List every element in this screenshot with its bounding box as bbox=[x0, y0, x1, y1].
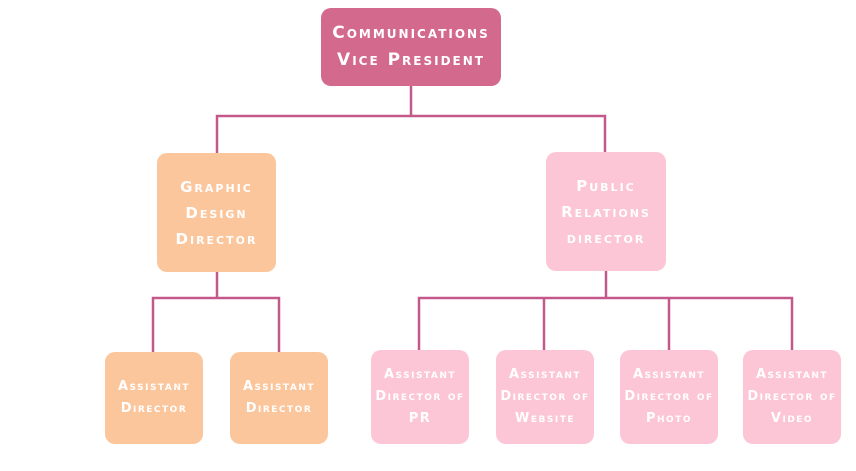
node-label-line: Assistant bbox=[117, 379, 191, 394]
connector-pr bbox=[417, 269, 794, 352]
node-label-line: Director of bbox=[624, 389, 714, 404]
node-label-line: Vice President bbox=[337, 50, 485, 70]
node-assistant-director-website: Assistant Director of Website bbox=[496, 350, 594, 444]
node-label-line: director bbox=[566, 228, 646, 247]
node-assistant-director-photo: Assistant Director of Photo bbox=[620, 350, 718, 444]
node-label-line: PR bbox=[408, 411, 432, 426]
node-label-line: Director bbox=[120, 401, 188, 416]
node-label-line: Director bbox=[245, 401, 313, 416]
node-label-line: Video bbox=[770, 411, 814, 426]
node-label-line: Assistant bbox=[383, 367, 457, 382]
node-label-line: Director of bbox=[747, 389, 837, 404]
node-label-line: Communications bbox=[332, 23, 490, 43]
node-graphic-design-director: Graphic Design Director bbox=[157, 153, 276, 272]
node-label-line: Assistant bbox=[242, 379, 316, 394]
node-label-line: Public bbox=[576, 176, 636, 195]
node-assistant-director-1: Assistant Director bbox=[105, 352, 203, 444]
node-assistant-director-video: Assistant Director of Video bbox=[743, 350, 841, 444]
node-label-line: Assistant bbox=[755, 367, 829, 382]
node-label-line: Graphic bbox=[180, 177, 253, 196]
node-assistant-director-pr: Assistant Director of PR bbox=[371, 350, 469, 444]
node-label-line: Director of bbox=[500, 389, 590, 404]
node-public-relations-director: Public Relations director bbox=[546, 152, 666, 271]
node-label-line: Relations bbox=[561, 202, 651, 221]
node-label-line: Photo bbox=[645, 411, 692, 426]
connector-vp bbox=[215, 84, 607, 155]
node-label-line: Website bbox=[515, 411, 575, 426]
node-label-line: Director of bbox=[375, 389, 465, 404]
node-label-line: Assistant bbox=[632, 367, 706, 382]
node-label-line: Design bbox=[185, 203, 248, 222]
node-communications-vp: Communications Vice President bbox=[321, 8, 501, 86]
node-label-line: Director bbox=[175, 229, 258, 248]
node-assistant-director-2: Assistant Director bbox=[230, 352, 328, 444]
connector-graphic bbox=[151, 270, 281, 354]
node-label-line: Assistant bbox=[508, 367, 582, 382]
